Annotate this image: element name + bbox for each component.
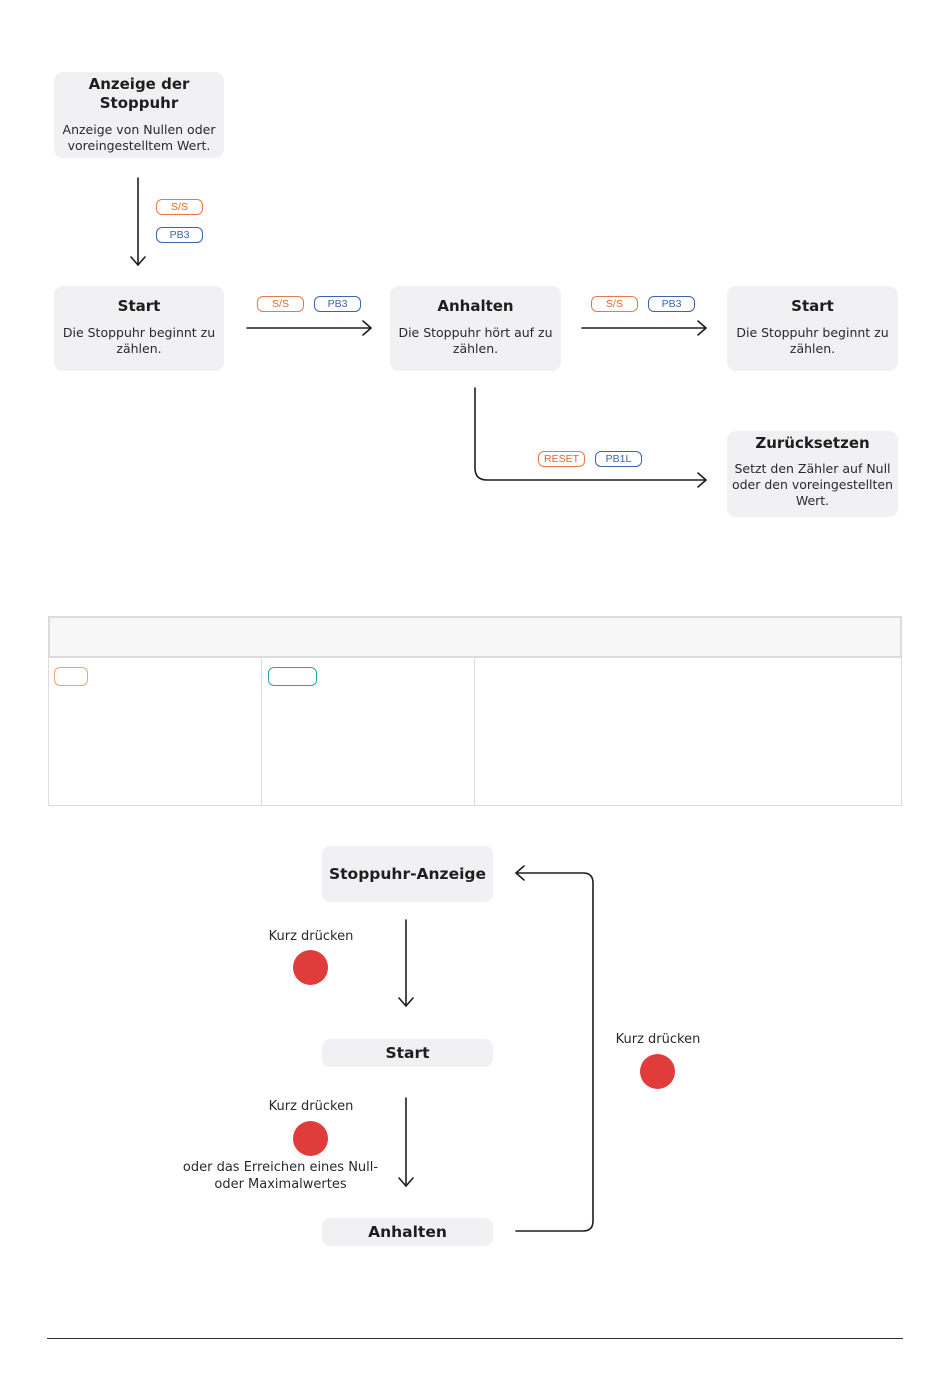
node-description: Die Stoppuhr beginnt zu zählen. [62,325,216,356]
tag-reset: RESET [538,451,585,467]
node-title: Anhalten [437,297,514,315]
table-body [48,657,902,806]
tag-pb1l: PB1L [595,451,642,467]
node-title: Zurücksetzen [755,434,870,452]
press-label: Kurz drücken [268,1099,354,1114]
button-icon [293,1121,328,1156]
node-stop: Anhalten [322,1218,493,1246]
tag-pb3: PB3 [156,227,203,243]
table-divider [474,658,475,805]
press-label: Kurz drücken [615,1032,701,1047]
button-icon [640,1054,675,1089]
node-start: Start [322,1039,493,1067]
button-icon [293,950,328,985]
teal-tag-swatch [268,667,317,686]
node-stopwatch-display: Anzeige der Stoppuhr Anzeige von Nullen … [54,72,224,158]
press-note: oder das Erreichen eines Null- oder Maxi… [182,1160,379,1192]
node-start-again: Start Die Stoppuhr beginnt zu zählen. [727,286,898,371]
tag-ss: S/S [591,296,638,312]
node-title: Start [791,297,834,315]
orange-tag-swatch [54,667,88,686]
node-description: Setzt den Zähler auf Null oder den vorei… [731,461,894,508]
tag-ss: S/S [257,296,304,312]
tag-pb3: PB3 [314,296,361,312]
node-reset: Zurücksetzen Setzt den Zähler auf Null o… [727,431,898,517]
node-title: Start [117,297,161,315]
node-description: Anzeige von Nullen oder voreingestelltem… [62,122,216,153]
footer-divider [47,1338,903,1339]
node-title: Anzeige der Stoppuhr [88,75,190,112]
node-stop: Anhalten Die Stoppuhr hört auf zu zählen… [390,286,561,371]
node-description: Die Stoppuhr beginnt zu zählen. [736,325,889,356]
tag-ss: S/S [156,199,203,215]
table-header [48,616,902,658]
press-label: Kurz drücken [268,929,354,944]
table-divider [261,658,262,805]
node-description: Die Stoppuhr hört auf zu zählen. [398,325,553,356]
tag-pb3: PB3 [648,296,695,312]
node-start: Start Die Stoppuhr beginnt zu zählen. [54,286,224,371]
node-stopwatch-display: Stoppuhr-Anzeige [322,846,493,902]
